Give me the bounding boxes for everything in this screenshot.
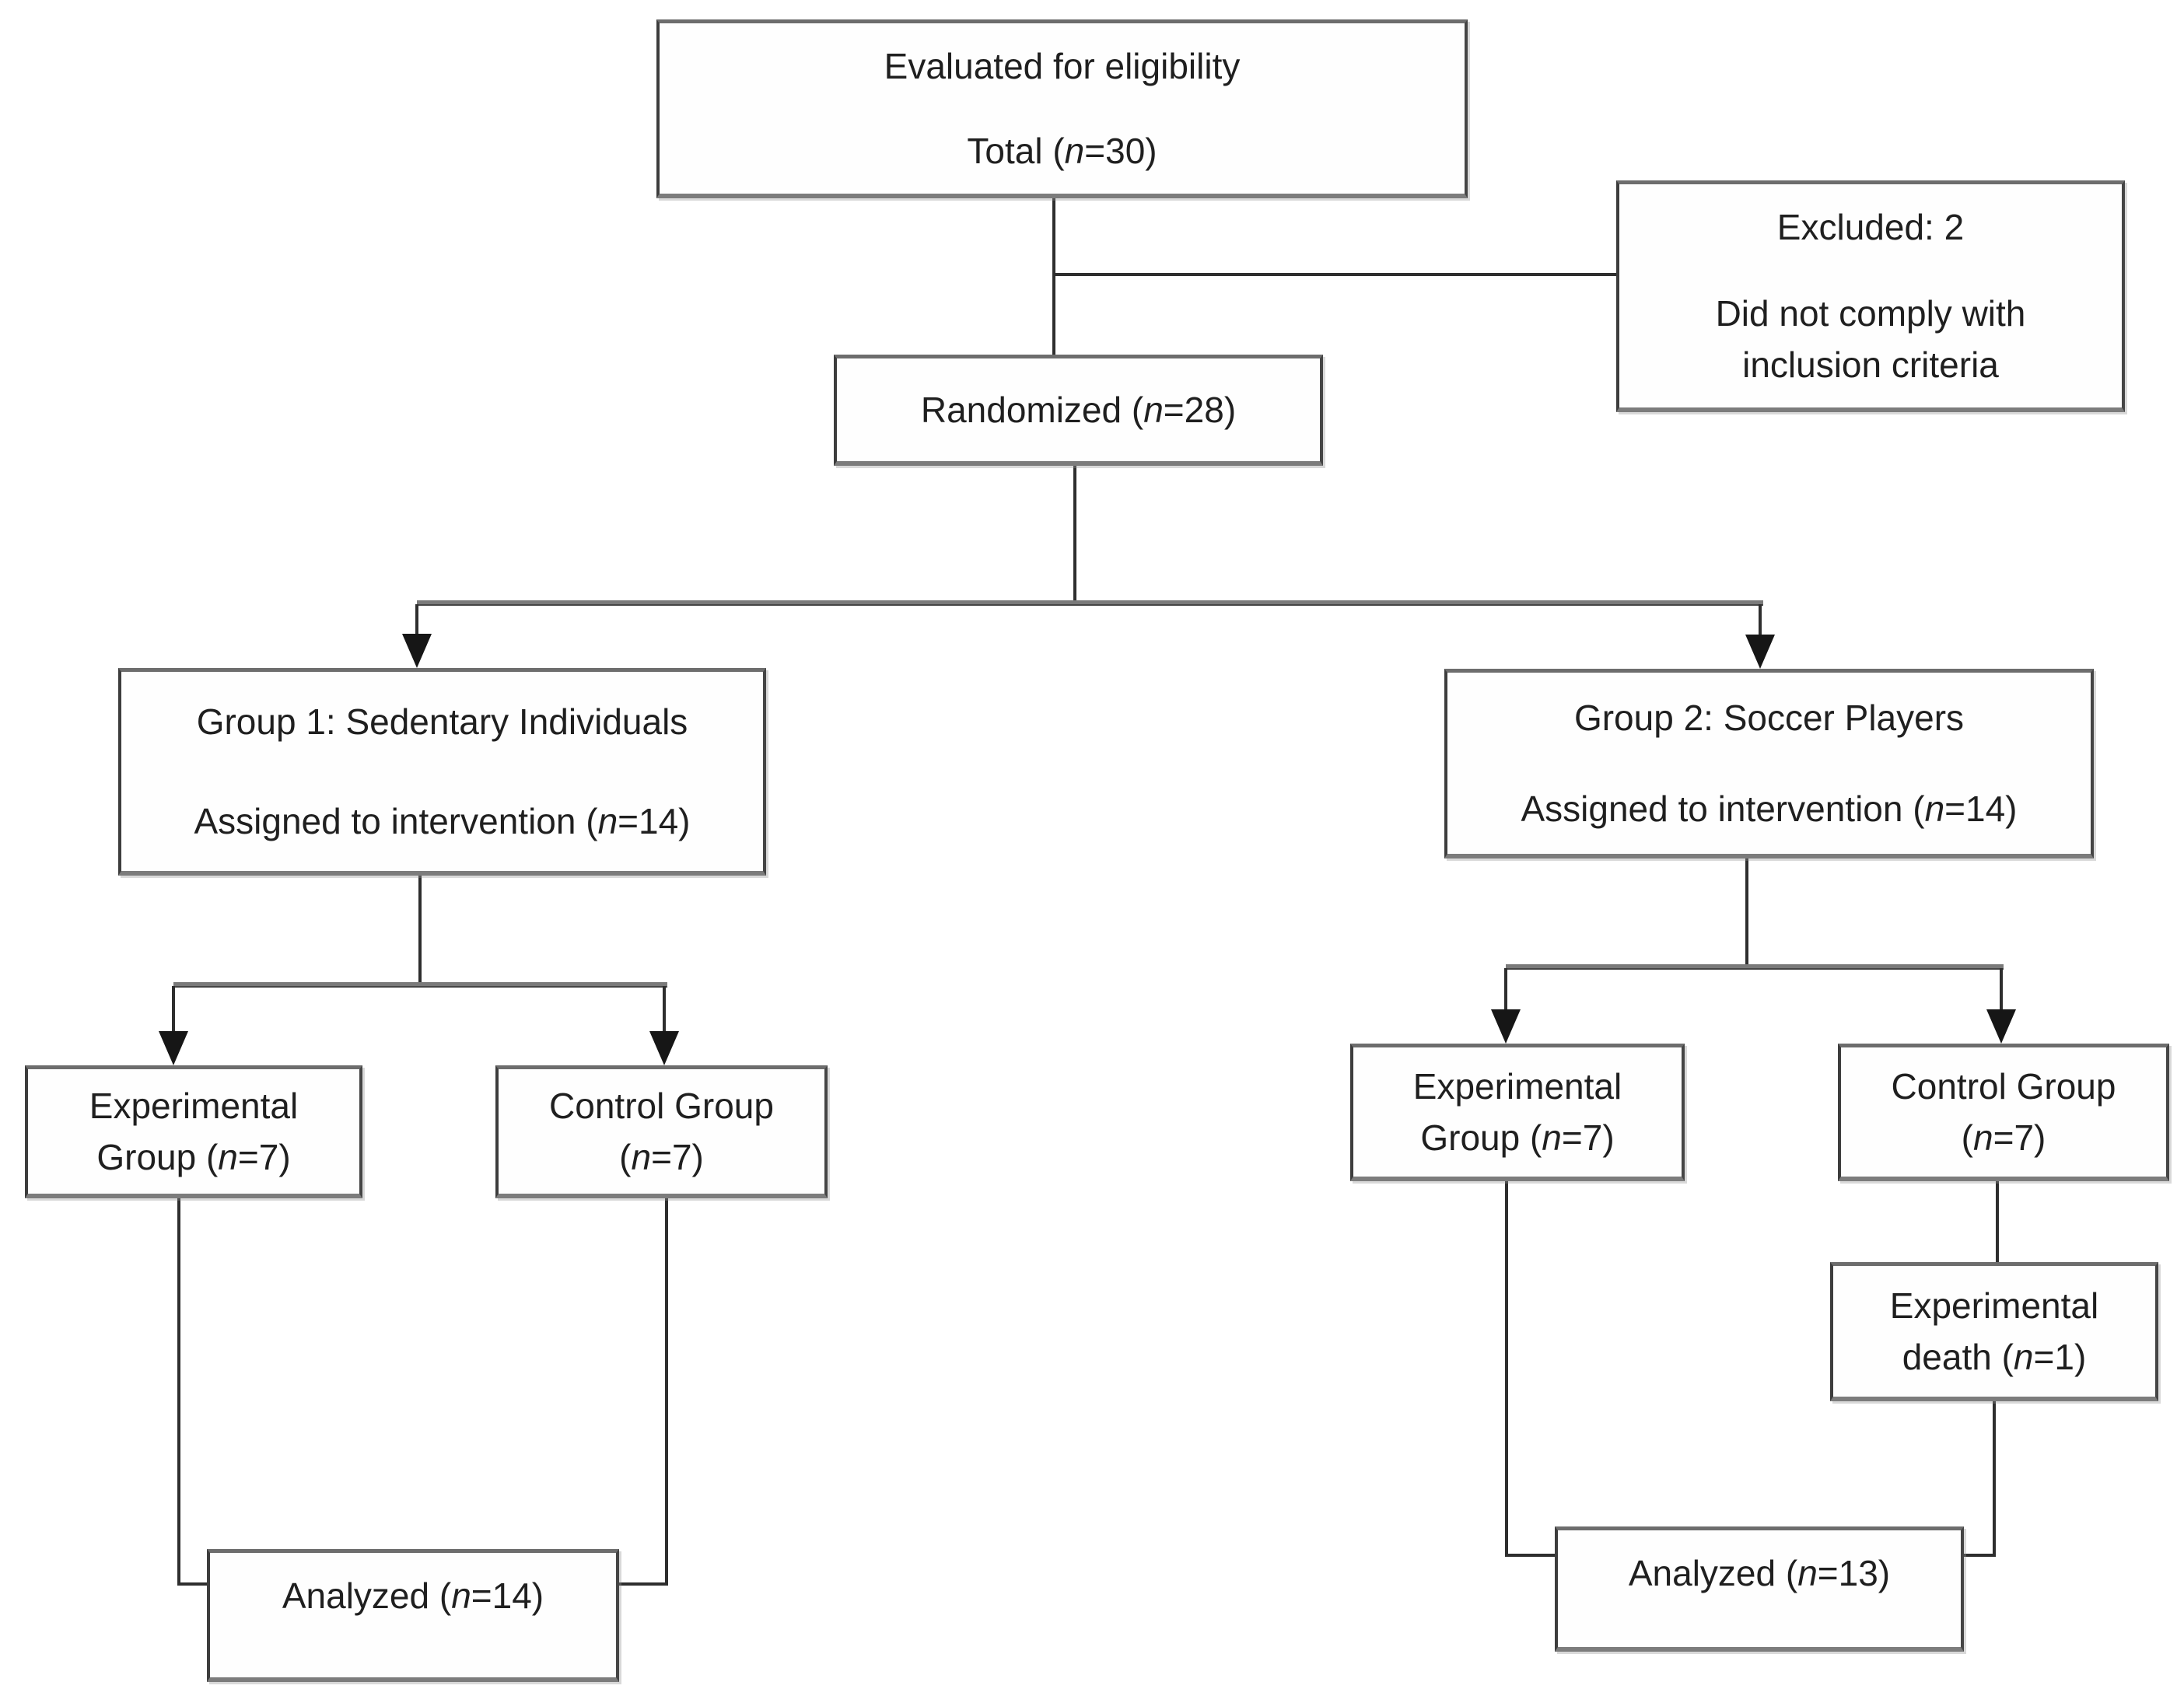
node-paragraph: Evaluated for eligibility bbox=[660, 40, 1465, 92]
node-line: Experimental bbox=[1889, 1285, 2099, 1326]
node-paragraph: Experimental death (n=1) bbox=[1833, 1280, 2155, 1383]
node-paragraph: Total (n=30) bbox=[660, 125, 1465, 177]
connector-death-stub bbox=[1964, 1554, 1996, 1557]
arrowhead-control2 bbox=[1986, 1009, 2016, 1044]
node-paragraph: Assigned to intervention (n=14) bbox=[121, 796, 763, 847]
box-analyzed-group2: Analyzed (n=13) bbox=[1555, 1526, 1964, 1652]
node-line: (n=7) bbox=[619, 1137, 704, 1177]
box-evaluated-for-eligibility: Evaluated for eligibility Total (n=30) bbox=[656, 19, 1468, 198]
connector-experimental1-to-analyzed1 bbox=[177, 1198, 180, 1586]
node-line: Experimental bbox=[89, 1086, 299, 1126]
node-line: Control Group bbox=[1891, 1066, 2116, 1107]
arrowhead-control1 bbox=[649, 1031, 679, 1065]
node-line: Group 2: Soccer Players bbox=[1573, 698, 1965, 739]
node-paragraph: Randomized (n=28) bbox=[837, 384, 1320, 435]
box-control-group1: Control Group (n=7) bbox=[495, 1065, 828, 1198]
box-control-group2: Control Group (n=7) bbox=[1838, 1044, 2169, 1181]
connector-group2-down bbox=[1745, 858, 1748, 967]
node-line: (n=7) bbox=[1961, 1117, 2046, 1158]
node-paragraph: Control Group (n=7) bbox=[499, 1080, 824, 1183]
node-paragraph: Experimental Group (n=7) bbox=[1353, 1061, 1682, 1163]
connector-to-excluded bbox=[1052, 273, 1616, 276]
node-line: Group 1: Sedentary Individuals bbox=[196, 701, 688, 742]
connector-eligibility-to-randomized bbox=[1052, 198, 1055, 355]
connector-randomized-down bbox=[1073, 466, 1076, 603]
connector-randomized-split bbox=[417, 600, 1763, 606]
connector-control1-to-analyzed1 bbox=[665, 1198, 668, 1586]
connector-experimental2-to-analyzed2 bbox=[1505, 1181, 1508, 1557]
box-experimental-group1: Experimental Group (n=7) bbox=[25, 1065, 362, 1198]
node-line: Excluded: 2 bbox=[1776, 207, 1965, 248]
connector-experimental2-stub bbox=[1505, 1554, 1555, 1557]
box-experimental-death: Experimental death (n=1) bbox=[1830, 1262, 2158, 1401]
node-paragraph: Group 2: Soccer Players bbox=[1447, 692, 2091, 743]
node-line: Group (n=7) bbox=[96, 1137, 291, 1177]
node-paragraph: Group 1: Sedentary Individuals bbox=[121, 696, 763, 747]
node-line: Assigned to intervention (n=14) bbox=[1521, 788, 2018, 829]
connector-to-group1-shaft bbox=[415, 604, 418, 637]
arrowhead-experimental2 bbox=[1491, 1009, 1521, 1044]
node-paragraph: Experimental Group (n=7) bbox=[28, 1080, 359, 1183]
box-group1-sedentary: Group 1: Sedentary Individuals Assigned … bbox=[118, 668, 766, 876]
connector-to-control2-shaft bbox=[2000, 968, 2003, 1011]
node-paragraph: Assigned to intervention (n=14) bbox=[1447, 783, 2091, 834]
arrowhead-group2 bbox=[1745, 635, 1775, 669]
arrowhead-experimental1 bbox=[159, 1031, 188, 1065]
arrowhead-group1 bbox=[402, 634, 432, 668]
node-line: Group (n=7) bbox=[1420, 1117, 1615, 1158]
node-paragraph: Control Group (n=7) bbox=[1841, 1061, 2166, 1163]
node-line: Total (n=30) bbox=[967, 131, 1157, 172]
node-line: Did not comply with bbox=[1715, 292, 2026, 334]
connector-group2-split bbox=[1506, 964, 2004, 970]
node-line: Analyzed (n=13) bbox=[1628, 1553, 1891, 1593]
box-group2-soccer: Group 2: Soccer Players Assigned to inte… bbox=[1444, 669, 2094, 858]
connector-to-experimental2-shaft bbox=[1504, 968, 1507, 1011]
connector-control2-to-death bbox=[1996, 1181, 1999, 1262]
connector-control1-stub bbox=[619, 1582, 668, 1586]
connector-experimental1-stub bbox=[177, 1582, 207, 1586]
node-line: Assigned to intervention (n=14) bbox=[194, 801, 691, 841]
node-line: Experimental bbox=[1412, 1066, 1622, 1107]
box-excluded: Excluded: 2 Did not comply with inclusio… bbox=[1616, 180, 2125, 412]
node-paragraph: Did not comply with inclusion criteria bbox=[1619, 288, 2122, 390]
node-line: Evaluated for eligibility bbox=[884, 45, 1241, 86]
connector-to-group2-shaft bbox=[1759, 604, 1762, 637]
connector-group1-split bbox=[173, 982, 667, 988]
node-line: Randomized (n=28) bbox=[920, 390, 1237, 430]
node-line: Analyzed (n=14) bbox=[282, 1575, 544, 1616]
node-paragraph: Excluded: 2 bbox=[1619, 201, 2122, 253]
node-line: death (n=1) bbox=[1902, 1337, 2087, 1377]
node-line: Control Group bbox=[549, 1086, 774, 1126]
box-analyzed-group1: Analyzed (n=14) bbox=[207, 1549, 619, 1682]
connector-to-experimental1-shaft bbox=[172, 986, 175, 1033]
connector-death-to-analyzed2 bbox=[1993, 1401, 1996, 1557]
node-paragraph: Analyzed (n=14) bbox=[210, 1570, 616, 1621]
connector-group1-down bbox=[418, 876, 422, 985]
box-randomized: Randomized (n=28) bbox=[834, 355, 1323, 466]
node-line: inclusion criteria bbox=[1742, 344, 1999, 385]
node-paragraph: Analyzed (n=13) bbox=[1558, 1547, 1961, 1599]
box-experimental-group2: Experimental Group (n=7) bbox=[1350, 1044, 1685, 1181]
connector-to-control1-shaft bbox=[663, 986, 666, 1033]
